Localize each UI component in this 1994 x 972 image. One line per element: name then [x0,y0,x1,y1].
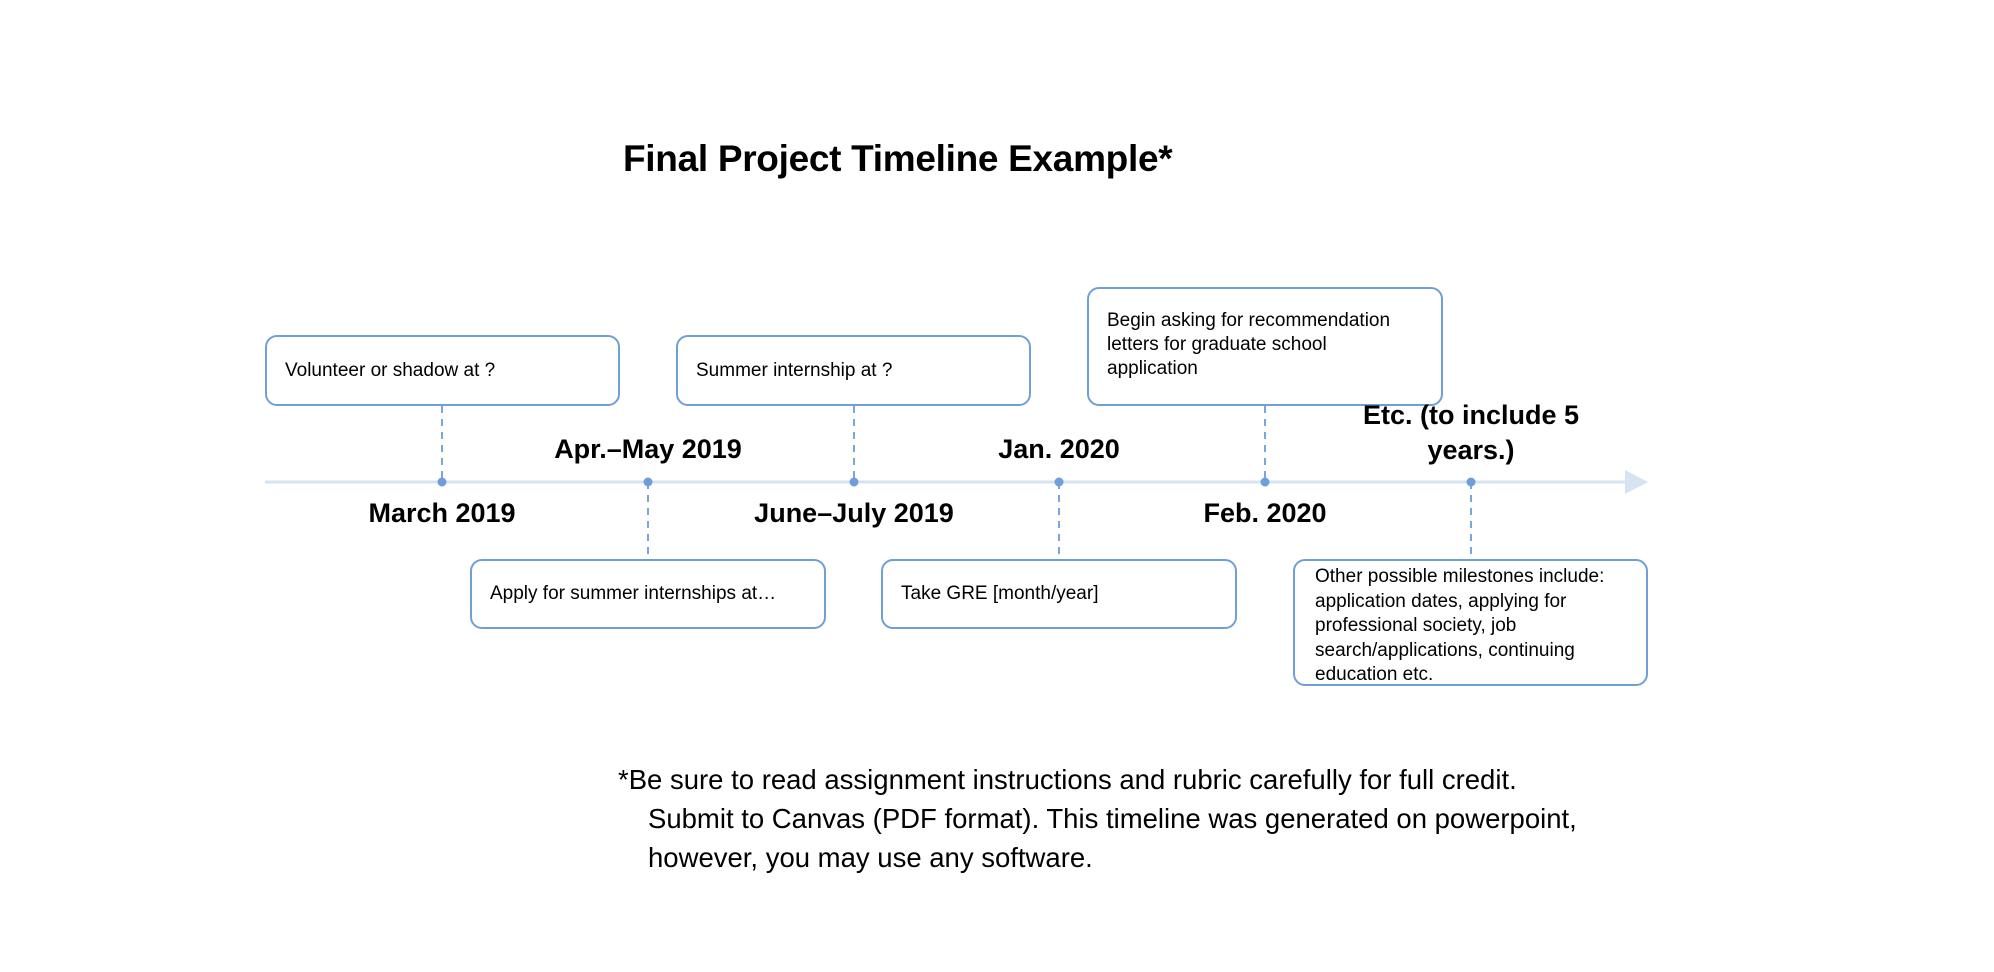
footnote-line: Submit to Canvas (PDF format). This time… [648,803,1577,834]
milestone-dot [437,477,447,487]
milestone-box-etc: Other possible milestones include: appli… [1293,559,1648,686]
milestone-box-apr-may-2019: Apply for summer internships at… [470,559,826,629]
milestone-dot [1260,477,1270,487]
footnote-line: *Be sure to read assignment instructions… [618,764,1517,795]
milestone-text: Other possible milestones include: appli… [1315,566,1605,685]
milestone-text: Volunteer or shadow at ? [285,359,496,381]
milestone-dot [1466,477,1476,487]
milestone-text: Take GRE [month/year] [901,583,1099,604]
date-label-march-2019: March 2019 [368,498,516,528]
milestone-dot [643,477,653,487]
date-label-apr-may-2019: Apr.–May 2019 [554,434,742,464]
date-label-etc: Etc. (to include 5 years.) [1362,400,1580,465]
date-label-jan-2020: Jan. 2020 [998,434,1120,464]
milestone-box-march-2019: Volunteer or shadow at ? [265,335,620,406]
date-label-feb-2020: Feb. 2020 [1203,498,1327,528]
date-label-june-july-2019: June–July 2019 [754,498,954,528]
milestone-text: Summer internship at ? [696,359,893,381]
footnote-line: however, you may use any software. [648,842,1093,873]
page-title: Final Project Timeline Example* [623,138,1173,179]
milestone-box-feb-2020: Begin asking for recommendation letters … [1087,287,1443,406]
milestone-box-jan-2020: Take GRE [month/year] [881,559,1237,629]
milestone-dot [1054,477,1064,487]
timeline-arrowhead [1625,470,1648,494]
footnote: *Be sure to read assignment instructions… [618,760,1658,877]
milestone-text: Apply for summer internships at… [490,583,777,604]
milestone-box-june-july-2019: Summer internship at ? [676,335,1031,406]
milestone-text: Begin asking for recommendation letters … [1107,310,1391,379]
milestone-dot [849,477,859,487]
